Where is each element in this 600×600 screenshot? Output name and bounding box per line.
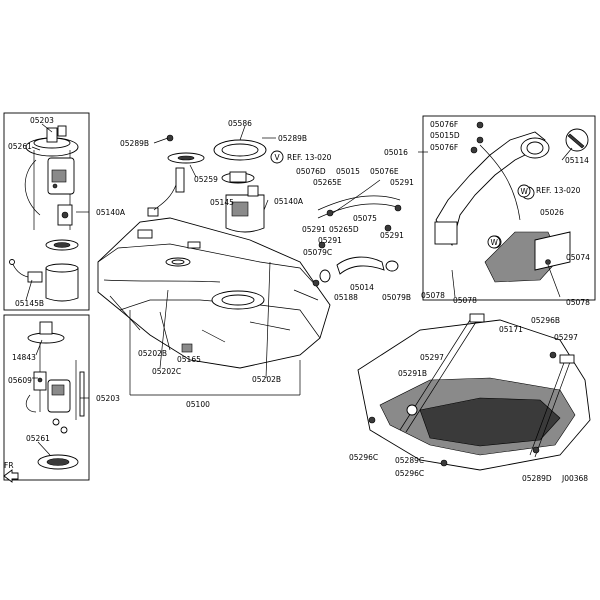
label-05015d: 05015D xyxy=(430,131,460,140)
callout-w2-circle xyxy=(487,235,501,249)
label-05140a-left: 05140A xyxy=(96,208,126,217)
label-05297-a: 05297 xyxy=(554,333,578,342)
label-05296c-b: 05296C xyxy=(395,469,424,478)
label-ref2: REF. 13-020 xyxy=(536,186,581,195)
callout-v-label: V xyxy=(275,153,281,162)
label-05202b-b: 05202B xyxy=(252,375,281,384)
label-05289b-b: 05289B xyxy=(278,134,307,143)
label-05015: 05015 xyxy=(336,167,360,176)
fuel-pump-module xyxy=(147,134,267,233)
diagram-id: J00368 xyxy=(561,474,588,483)
label-05188: 05188 xyxy=(334,293,358,302)
label-05076f-a: 05076F xyxy=(430,120,458,129)
label-05261-top: 05261 xyxy=(8,142,32,151)
callout-w2-label: W xyxy=(491,238,499,247)
label-05289b-a: 05289B xyxy=(120,139,149,148)
label-05145: 05145 xyxy=(210,198,234,207)
label-05289d: 05289D xyxy=(522,474,552,483)
label-05289c: 05289C xyxy=(395,456,424,465)
callout-w1-circle xyxy=(517,184,531,198)
label-05609: 05609 xyxy=(8,376,32,385)
label-05074: 05074 xyxy=(566,253,590,262)
part-labels: 05203 05261 05140A 05145B 14843 05609 05… xyxy=(4,116,590,483)
filler-hoses xyxy=(312,179,402,287)
label-05079b: 05079B xyxy=(382,293,411,302)
label-05291-b: 05291 xyxy=(302,225,326,234)
label-05171: 05171 xyxy=(499,325,523,334)
label-05296c-a: 05296C xyxy=(349,453,378,462)
main-fuel-tank xyxy=(97,217,331,369)
label-05265e: 05265E xyxy=(313,178,342,187)
label-05202b-a: 05202B xyxy=(138,349,167,358)
label-05297-b: 05297 xyxy=(420,353,444,362)
label-05076d: 05076D xyxy=(296,167,326,176)
label-05291-d: 05291 xyxy=(380,231,404,240)
label-ref1: REF. 13-020 xyxy=(287,153,332,162)
callout-v-circle xyxy=(270,150,284,164)
label-05100: 05100 xyxy=(186,400,210,409)
label-05078-c: 05078 xyxy=(566,298,590,307)
label-05296b: 05296B xyxy=(531,316,560,325)
label-05586: 05586 xyxy=(228,119,252,128)
label-05076e: 05076E xyxy=(370,167,399,176)
bottom-left-pump-inset xyxy=(3,314,90,483)
label-05291-c: 05291 xyxy=(318,236,342,245)
label-14843: 14843 xyxy=(12,353,36,362)
callout-w1-label: W xyxy=(521,187,529,196)
label-05203-bot: 05203 xyxy=(96,394,120,403)
label-05203-top: 05203 xyxy=(30,116,54,125)
label-05078-a: 05078 xyxy=(421,291,445,300)
label-05291b: 05291B xyxy=(398,369,427,378)
label-05265d: 05265D xyxy=(329,225,359,234)
filler-neck-inset xyxy=(422,115,596,301)
label-05165: 05165 xyxy=(177,355,201,364)
label-05075: 05075 xyxy=(353,214,377,223)
label-05140a-mid: 05140A xyxy=(274,197,304,206)
label-05291-a: 05291 xyxy=(390,178,414,187)
label-05078-b: 05078 xyxy=(453,296,477,305)
label-fr: FR xyxy=(4,461,14,470)
label-05014: 05014 xyxy=(350,283,374,292)
label-05261-bot: 05261 xyxy=(26,434,50,443)
label-05076f-b: 05076F xyxy=(430,143,458,152)
label-05114: 05114 xyxy=(565,156,589,165)
leader-lines xyxy=(25,123,573,456)
top-left-pump-inset xyxy=(3,112,90,311)
label-05016: 05016 xyxy=(384,148,408,157)
label-05259: 05259 xyxy=(194,175,218,184)
label-05079c: 05079C xyxy=(303,248,332,257)
label-05145b: 05145B xyxy=(15,299,44,308)
lower-guard-assembly xyxy=(357,313,591,471)
label-05202c: 05202C xyxy=(152,367,181,376)
label-05026: 05026 xyxy=(540,208,564,217)
